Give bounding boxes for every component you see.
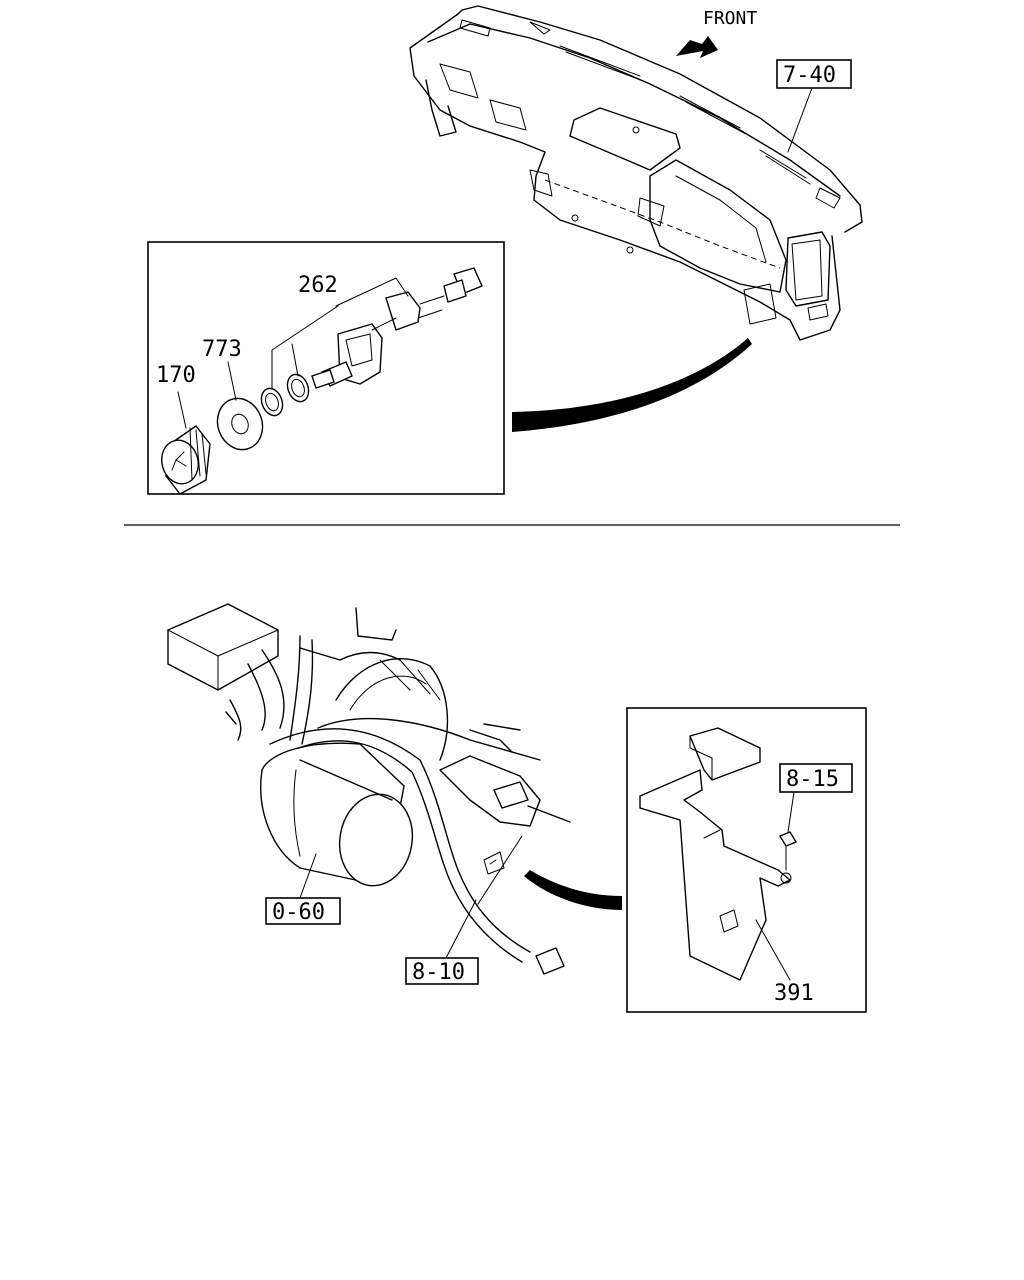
knob-detail-panel: 262 773 170 <box>147 241 505 495</box>
pointer-swoosh-upper <box>512 338 752 432</box>
part-170-label: 170 <box>156 363 196 388</box>
knob-detail-frame <box>147 241 505 495</box>
ref-nut-box <box>779 763 853 793</box>
front-indicator: FRONT <box>676 8 757 58</box>
bracket-detail-frame <box>626 707 867 1013</box>
bracket-detail-panel: 8-15 391 <box>626 707 867 1013</box>
dashboard-drawing: 7-40 <box>409 5 863 341</box>
part-391-label: 391 <box>774 981 814 1006</box>
pointer-swoosh-lower <box>524 870 622 910</box>
tank-harness-drawing: 0-60 8-10 <box>167 603 571 985</box>
ref-dashboard-label: 7-40 <box>783 63 836 88</box>
front-label: FRONT <box>703 8 757 29</box>
ref-tank-box <box>265 897 341 925</box>
part-262-label: 262 <box>298 273 338 298</box>
ref-dashboard-box <box>776 59 852 89</box>
ref-harness-label: 8-10 <box>412 960 465 985</box>
ref-harness-box <box>405 957 479 985</box>
front-arrow-icon <box>676 36 718 58</box>
ref-nut-label: 8-15 <box>786 767 839 792</box>
ref-tank-label: 0-60 <box>272 900 325 925</box>
part-773-label: 773 <box>202 337 242 362</box>
